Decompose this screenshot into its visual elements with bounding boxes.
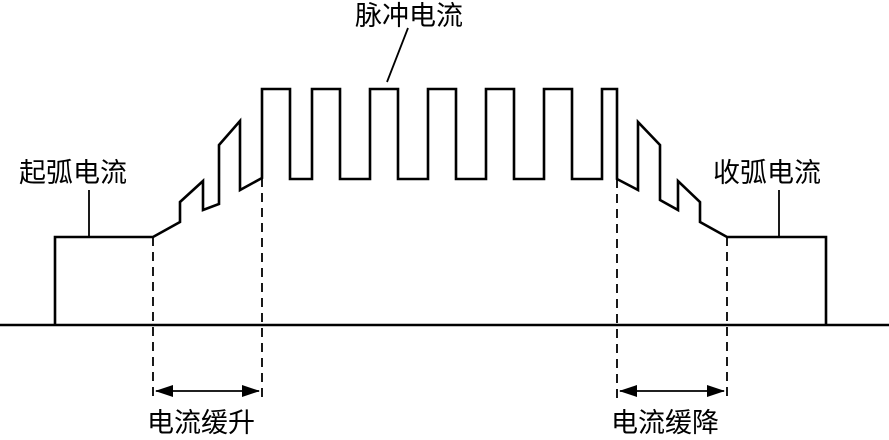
- pulse-current-leader: [386, 27, 409, 83]
- arc-start-current-label: 起弧电流: [19, 158, 127, 189]
- ramp-down-span-arrow: [619, 385, 725, 397]
- arc-end-current-label: 收弧电流: [713, 158, 821, 189]
- ramp-up-label: 电流缓升: [147, 408, 255, 439]
- ramp-down-label: 电流缓降: [611, 408, 719, 439]
- ramp-up-span-arrow: [155, 385, 260, 397]
- pulse-current-label: 脉冲电流: [355, 1, 463, 32]
- current-waveform: [53, 87, 828, 325]
